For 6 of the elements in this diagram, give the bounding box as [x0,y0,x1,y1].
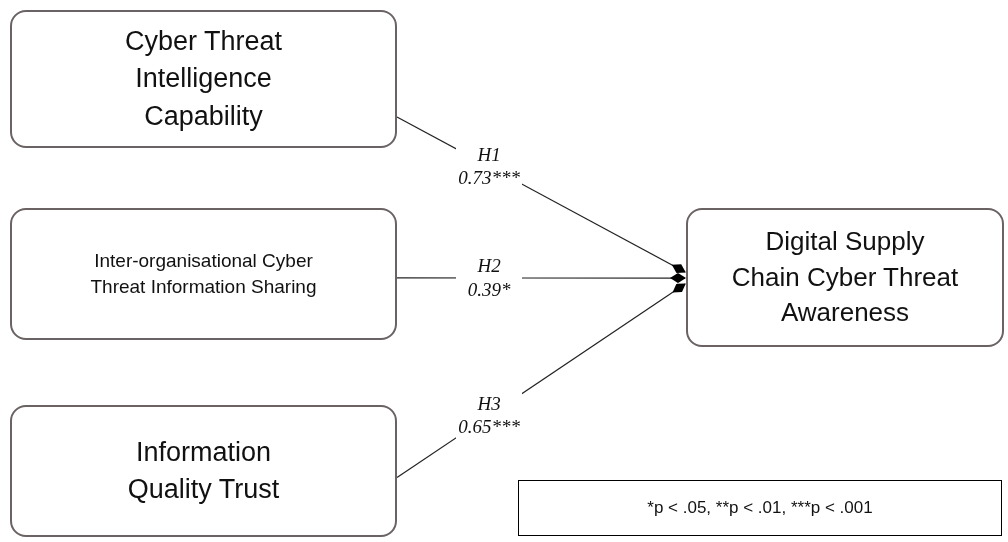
edge-label: H3 0.65*** [456,391,523,440]
construct-box: Inter-organisational Cyber Threat Information Sharing [10,208,397,340]
construct-box: Digital Supply Chain Cyber Threat Awareness [686,208,1004,347]
construct-box: Information Quality Trust [10,405,397,537]
significance-note: *p < .05, **p < .01, ***p < .001 [518,480,1002,536]
construct-box: Cyber Threat Intelligence Capability [10,10,397,148]
